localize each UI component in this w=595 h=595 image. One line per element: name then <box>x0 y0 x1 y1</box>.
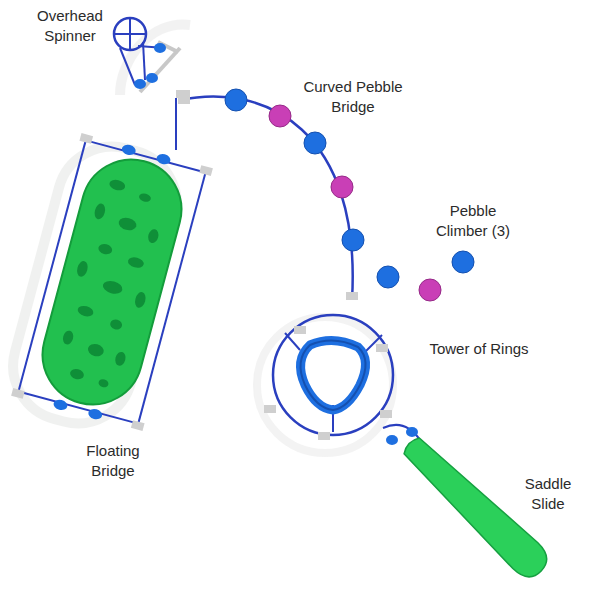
climber-pebble <box>452 251 474 273</box>
spinner-chain <box>120 48 135 85</box>
post-clamp <box>178 96 190 104</box>
deck-hole <box>97 242 113 255</box>
post-clamp <box>294 326 306 334</box>
deck-holes <box>49 176 173 392</box>
part-label: Pebble Climber (3) <box>430 201 516 241</box>
spinner-chain <box>143 42 145 80</box>
magenta-pebble <box>331 176 353 198</box>
blue-pebble <box>304 132 326 154</box>
deck-hole <box>87 342 106 358</box>
ring-spoke <box>285 333 300 350</box>
magenta-pebble <box>269 105 291 127</box>
deck-hole <box>147 228 160 244</box>
blue-pebble <box>342 229 364 251</box>
deck-hole <box>75 260 89 278</box>
outer-ring <box>273 315 393 435</box>
connector-blob <box>386 435 398 445</box>
connector-blob <box>52 398 68 411</box>
frame-post <box>175 98 177 150</box>
deck-hole <box>98 378 110 388</box>
connector-blob <box>87 408 103 421</box>
connector-blob <box>134 79 146 89</box>
floating-bridge <box>11 132 213 432</box>
connector-blob <box>155 153 171 166</box>
climber-pebble <box>377 266 399 288</box>
climber-pebble <box>419 279 441 301</box>
spinner-wheel <box>114 18 146 50</box>
part-label: Saddle Slide <box>517 474 579 514</box>
post-clamp <box>346 292 358 300</box>
connector-blob <box>146 73 158 83</box>
deck-hole <box>108 178 126 192</box>
post-clamp <box>79 133 93 144</box>
post-clamp <box>264 405 276 413</box>
spinner-spoke <box>129 18 131 50</box>
bridge-cable <box>180 96 353 300</box>
inner-ring <box>301 340 366 410</box>
deck-hole <box>138 192 152 203</box>
deck-hole <box>109 318 123 331</box>
deck-hole <box>114 351 127 367</box>
part-label: Floating Bridge <box>73 441 153 481</box>
part-label: Tower of Rings <box>409 339 549 359</box>
blue-pebble <box>225 89 247 111</box>
deck-hole <box>127 256 145 270</box>
part-label: Curved Pebble Bridge <box>297 77 409 117</box>
post-clamp <box>11 388 25 399</box>
tower-of-rings <box>264 315 393 440</box>
connector-blob <box>406 427 418 437</box>
overhead-spinner <box>114 18 190 150</box>
deck-hole <box>101 279 123 296</box>
deck-hole <box>93 202 107 220</box>
spinner-post <box>140 48 180 92</box>
slide-chute <box>397 430 554 583</box>
bridge-deck <box>31 148 192 415</box>
tower-shadow <box>257 317 393 453</box>
connector-blob <box>154 43 166 53</box>
deck-hole <box>133 291 147 309</box>
inner-ring-edge <box>301 340 366 410</box>
post-clamp <box>318 432 330 440</box>
post-clamp <box>199 165 213 176</box>
saddle-slide <box>383 425 554 584</box>
deck-hole <box>77 304 95 318</box>
deck-hole <box>117 216 137 232</box>
deck-hole <box>69 367 85 380</box>
part-label: Overhead Spinner <box>25 6 115 46</box>
post-clamp <box>131 420 145 431</box>
pebbles <box>225 89 474 301</box>
post-clamp <box>376 344 388 352</box>
post-clamp <box>380 410 392 418</box>
connector-blob <box>121 143 137 156</box>
deck-hole <box>61 329 74 345</box>
